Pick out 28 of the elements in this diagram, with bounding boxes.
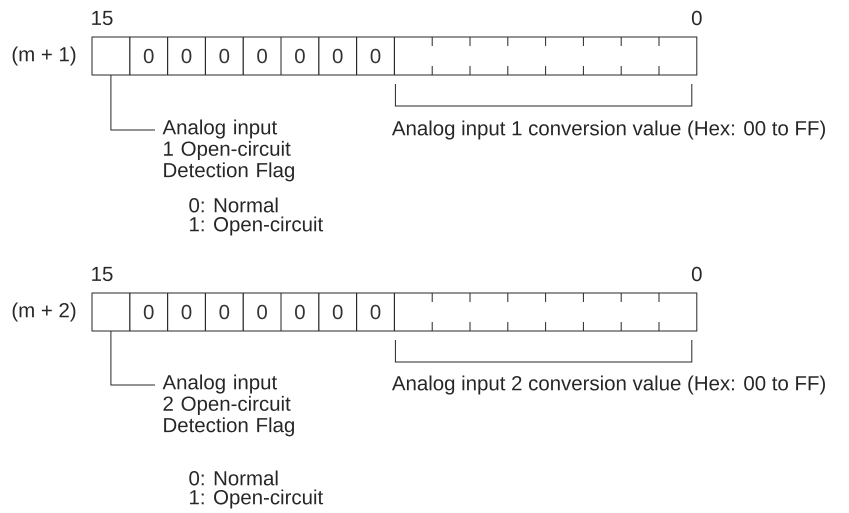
bit-cell: 0	[318, 292, 358, 332]
bit-cell: 0	[356, 36, 395, 76]
bit-cell: 0	[356, 292, 395, 332]
leader-line	[110, 330, 156, 386]
flag-description: Analog input 1 Open-circuit Detection Flag	[162, 120, 294, 182]
leader-line	[110, 74, 156, 130]
bit-number: 0	[692, 266, 702, 282]
state-description: 1: Open-circuit	[190, 489, 324, 508]
bit-cell: 0	[167, 292, 206, 332]
bit-cell: 0	[318, 36, 358, 76]
bit-cell: 0	[167, 36, 206, 76]
bit-cell	[92, 36, 130, 76]
bit-cell	[92, 292, 130, 332]
bit-cell: 0	[204, 292, 244, 332]
conversion-value-label: Analog input 2 conversion value (Hex: 00 to FF)	[392, 375, 825, 394]
bit-number: 0	[692, 10, 702, 26]
bit-cell: 0	[129, 292, 168, 332]
state-description: 0: Normal	[189, 198, 278, 212]
flag-description: Analog input 2 Open-circuit Detection Flag	[162, 374, 294, 436]
bit-cell: 0	[129, 36, 168, 76]
bit-cell: 0	[242, 36, 282, 76]
bit-cell: 0	[204, 36, 244, 76]
state-description: 1: Open-circuit	[190, 216, 324, 236]
bit-cell: 0	[280, 292, 320, 332]
bit-cell: 0	[242, 292, 282, 332]
state-description: 0: Normal	[189, 470, 278, 486]
conversion-value-label: Analog input 1 conversion value (Hex: 00 to FF)	[392, 120, 825, 140]
bit-cell: 0	[280, 36, 320, 76]
